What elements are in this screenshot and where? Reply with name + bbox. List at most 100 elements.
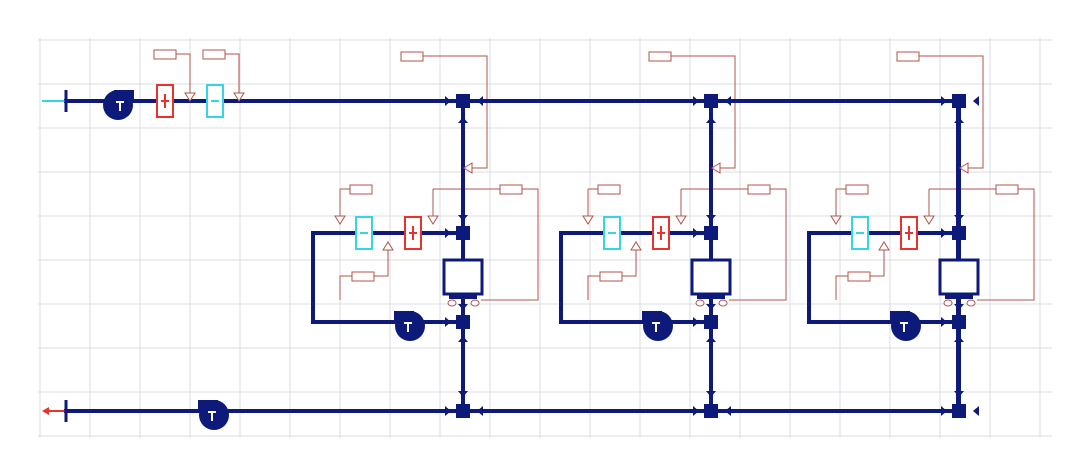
flow-arrow-icon	[725, 96, 731, 106]
heater-icon	[156, 84, 174, 118]
flow-arrow-icon	[973, 96, 979, 106]
control-line	[729, 188, 787, 301]
tee-junction-icon	[704, 226, 718, 240]
secondary-loop	[559, 231, 713, 324]
flow-arrow-icon	[954, 336, 964, 342]
tee-junction-icon	[952, 94, 966, 108]
pump-icon	[890, 311, 921, 341]
flow-arrow-icon	[445, 228, 451, 238]
flow-arrow-icon	[706, 304, 716, 310]
tank-icon	[442, 258, 484, 307]
control-line	[977, 188, 1035, 301]
heater-icon	[404, 216, 422, 250]
flow-arrow-icon	[941, 96, 947, 106]
controller-box-icon	[896, 51, 920, 62]
flow-arrow-icon	[458, 391, 468, 397]
controller-box-icon	[400, 51, 424, 62]
flow-arrow-icon	[693, 228, 699, 238]
heater-icon	[900, 216, 918, 250]
sensor-arrow-icon	[959, 162, 969, 174]
control-line	[587, 275, 600, 300]
control-line	[481, 188, 539, 301]
sensor-arrow-icon	[830, 215, 842, 225]
control-line	[919, 55, 984, 169]
controller-box-icon	[648, 51, 672, 62]
flow-arrow-icon	[445, 96, 451, 106]
sensor-arrow-icon	[675, 215, 687, 225]
arrow-in-icon	[42, 90, 68, 112]
sensor-arrow-icon	[711, 162, 721, 174]
cooler-icon	[851, 216, 869, 250]
tee-junction-icon	[456, 404, 470, 418]
flow-arrow-icon	[954, 117, 964, 123]
controller-box-icon	[349, 184, 373, 195]
sensor-arrow-icon	[184, 92, 196, 102]
controller-box-icon	[847, 271, 871, 282]
flow-arrow-icon	[458, 304, 468, 310]
tee-junction-icon	[704, 404, 718, 418]
flow-arrow-icon	[693, 406, 699, 416]
heater-icon	[652, 216, 670, 250]
pipe-network	[64, 99, 961, 413]
sensor-arrow-icon	[582, 215, 594, 225]
controller-box-icon	[202, 49, 226, 60]
controller-box-icon	[351, 271, 375, 282]
flow-arrow-icon	[458, 117, 468, 123]
flow-arrow-icon	[477, 406, 483, 416]
flow-arrow-icon	[706, 391, 716, 397]
sensor-arrow-icon	[427, 215, 439, 225]
flow-arrow-icon	[941, 406, 947, 416]
tee-junction-icon	[704, 315, 718, 329]
flow-arrow-icon	[458, 336, 468, 342]
sensor-arrow-icon	[233, 92, 245, 102]
controller-box-icon	[599, 271, 623, 282]
tee-junction-icon	[952, 404, 966, 418]
sensor-arrow-icon	[382, 241, 394, 251]
flow-arrow-icon	[445, 317, 451, 327]
controller-box-icon	[995, 184, 1019, 195]
sensor-arrow-icon	[334, 215, 346, 225]
flow-arrow-icon	[458, 215, 468, 221]
sensor-arrow-icon	[463, 162, 473, 174]
flow-arrow-icon	[445, 406, 451, 416]
control-lines	[176, 53, 1035, 301]
control-line	[339, 275, 352, 300]
controller-box-icon	[747, 184, 771, 195]
flow-arrow-icon	[954, 215, 964, 221]
tank-icon	[690, 258, 732, 307]
pump-icon	[198, 400, 229, 430]
flow-arrow-icon	[477, 96, 483, 106]
sensor-arrow-icon	[878, 241, 890, 251]
control-line	[870, 250, 885, 277]
flow-arrow-icon	[706, 336, 716, 342]
control-line	[225, 53, 240, 93]
flow-arrow-icon	[954, 391, 964, 397]
flow-arrow-icon	[725, 406, 731, 416]
control-line	[423, 55, 488, 169]
tee-junction-icon	[952, 226, 966, 240]
cooler-icon	[206, 84, 224, 118]
flow-arrow-icon	[973, 406, 979, 416]
controller-box-icon	[499, 184, 523, 195]
control-line	[622, 250, 637, 277]
tee-junction-icon	[456, 315, 470, 329]
controller-box-icon	[597, 184, 621, 195]
arrow-out-icon	[42, 400, 68, 422]
control-line	[671, 55, 736, 169]
sensor-arrow-icon	[630, 241, 642, 251]
secondary-loop	[311, 231, 465, 324]
cooler-icon	[355, 216, 373, 250]
control-line	[374, 250, 389, 277]
cooler-icon	[603, 216, 621, 250]
tee-junction-icon	[952, 315, 966, 329]
tee-junction-icon	[456, 226, 470, 240]
flow-arrow-icon	[941, 228, 947, 238]
sensor-arrow-icon	[923, 215, 935, 225]
components	[42, 49, 1019, 430]
controller-box-icon	[845, 184, 869, 195]
tee-junction-icon	[456, 94, 470, 108]
control-line	[835, 275, 848, 300]
flow-arrow-icon	[693, 96, 699, 106]
flow-arrow-icon	[954, 304, 964, 310]
secondary-loop	[807, 231, 961, 324]
